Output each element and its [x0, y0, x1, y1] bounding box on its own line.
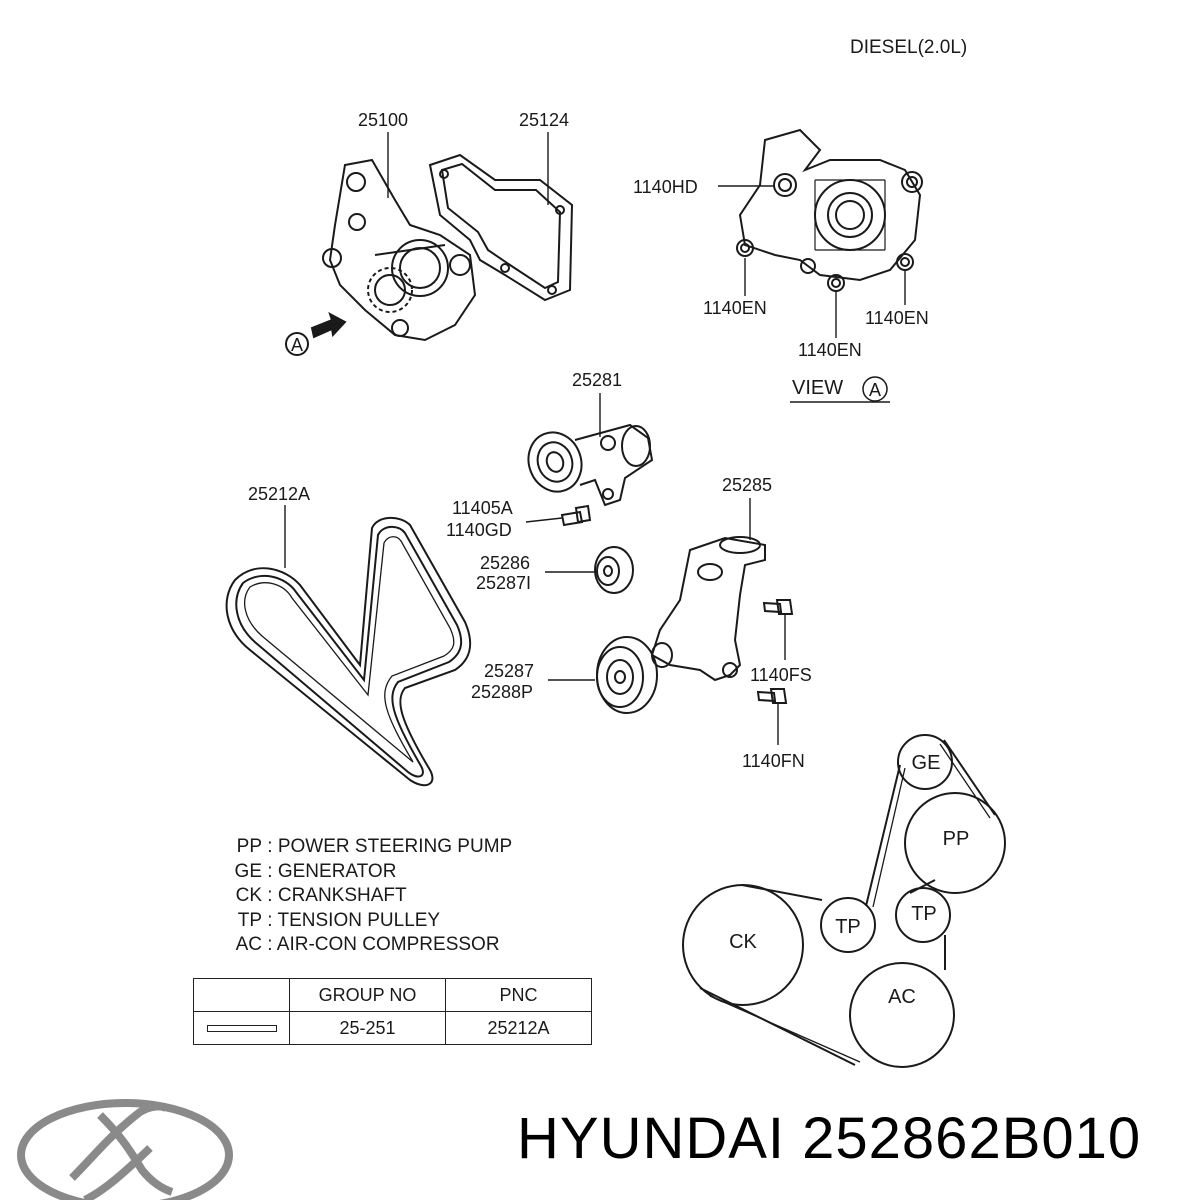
- legend-row: TP : TENSION PULLEY: [237, 909, 441, 931]
- belt-drawing: [225, 516, 472, 787]
- pnc-header: PNC: [445, 978, 592, 1012]
- view-letter-circle: [862, 376, 888, 402]
- pulley-ac: AC: [888, 986, 916, 1008]
- callout-1140en-left: 1140EN: [703, 298, 767, 318]
- arrow-letter: A: [291, 335, 303, 355]
- part-number: 252862B010: [802, 1106, 1142, 1171]
- group-table-header: GROUP NO PNC: [193, 978, 592, 1012]
- bracket-drawing: [650, 536, 766, 682]
- legend-row: GE : GENERATOR: [234, 860, 397, 882]
- footer-part-label: HYUNDAI 252862B010: [517, 1106, 1141, 1172]
- bolt-fn-drawing: [756, 688, 788, 704]
- group-table-corner: [193, 978, 290, 1012]
- water-pump-drawing: [322, 158, 477, 342]
- pulley-pp: PP: [943, 828, 970, 850]
- belt-routing-drawing: [682, 734, 1006, 1068]
- callout-1140en-right: 1140EN: [865, 308, 929, 328]
- callout-1140fs: 1140FS: [750, 665, 812, 685]
- callout-25124: 25124: [519, 110, 570, 130]
- callout-25287i: 25287I: [476, 573, 532, 593]
- view-letter: A: [869, 380, 881, 400]
- callout-1140gd: 1140GD: [446, 520, 512, 540]
- callout-25285: 25285: [722, 475, 773, 495]
- gasket-drawing: [428, 153, 574, 302]
- callout-25281: 25281: [572, 370, 623, 390]
- hyundai-logo: [17, 1099, 233, 1200]
- view-a-label: VIEW: [792, 377, 844, 399]
- callout-1140en-mid: 1140EN: [798, 340, 862, 360]
- callout-25100: 25100: [358, 110, 409, 130]
- pulley-ck: CK: [729, 931, 757, 953]
- tensioner-drawing: [527, 423, 654, 507]
- pulley-tp-left: TP: [835, 916, 861, 938]
- pnc-value: 25212A: [445, 1011, 592, 1045]
- bolt-fs-drawing: [762, 599, 794, 615]
- callout-1140hd: 1140HD: [633, 177, 698, 197]
- group-table-row: 25-251 25212A: [193, 1011, 592, 1045]
- engine-title: DIESEL(2.0L): [850, 37, 968, 58]
- legend-row: AC : AIR-CON COMPRESSOR: [235, 934, 500, 955]
- callout-25287: 25287: [484, 661, 535, 681]
- callout-25212a: 25212A: [248, 484, 311, 504]
- callout-25286: 25286: [480, 553, 531, 573]
- belt-symbol-cell: [193, 1011, 290, 1045]
- pulley-tp-right: TP: [911, 903, 937, 925]
- pulley-ge: GE: [912, 752, 941, 774]
- large-idler-drawing: [596, 636, 658, 714]
- legend-row: CK : CRANKSHAFT: [235, 885, 407, 906]
- callout-11405a: 11405A: [452, 498, 513, 518]
- legend-row: PP : POWER STEERING PUMP: [236, 836, 513, 857]
- abbreviation-legend: PP : POWER STEERING PUMP GE : GENERATOR …: [228, 835, 513, 958]
- group-header: GROUP NO: [289, 978, 446, 1012]
- leader-lines: [284, 132, 906, 745]
- group-value: 25-251: [289, 1011, 446, 1045]
- bolt-gd-drawing: [560, 504, 592, 527]
- view-arrow: [285, 311, 347, 356]
- view-a-drawing: [736, 128, 923, 292]
- belt-symbol-icon: [206, 1024, 277, 1032]
- group-table: GROUP NO PNC 25-251 25212A: [193, 978, 592, 1045]
- brand-name: HYUNDAI: [517, 1106, 786, 1171]
- callout-25288p: 25288P: [471, 682, 534, 702]
- callout-1140fn: 1140FN: [742, 751, 805, 771]
- small-idler-drawing: [594, 546, 634, 594]
